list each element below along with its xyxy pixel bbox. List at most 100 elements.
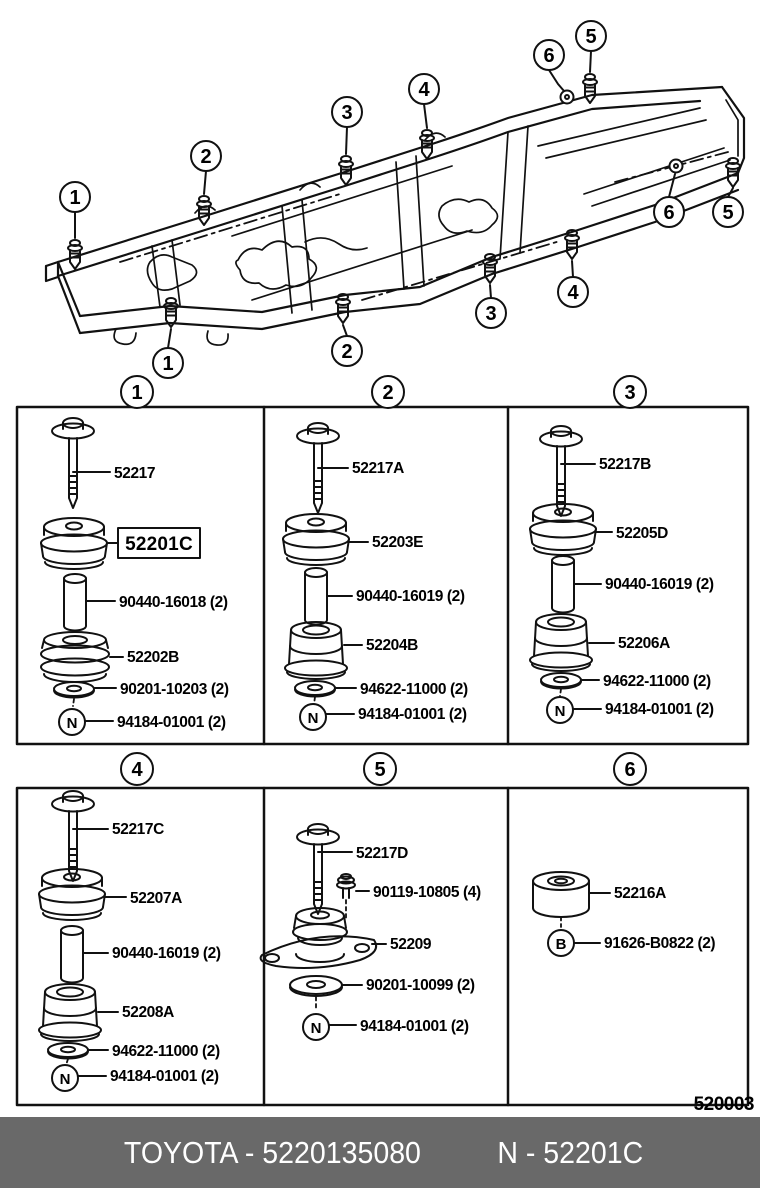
- part-number[interactable]: 90440-16018 (2): [119, 594, 228, 611]
- callout-1-top[interactable]: 1: [59, 181, 91, 239]
- part-number[interactable]: 94622-11000 (2): [603, 673, 711, 690]
- svg-text:4: 4: [567, 282, 579, 304]
- nut-badge: N: [299, 703, 327, 731]
- part-number[interactable]: 52207A: [130, 890, 183, 907]
- part-number[interactable]: 94184-01001 (2): [117, 714, 226, 731]
- spacer-drawing: [63, 573, 87, 632]
- panel-3-header[interactable]: 3: [613, 375, 647, 409]
- panel-5-header[interactable]: 5: [363, 752, 397, 786]
- washer-drawing: [53, 681, 95, 699]
- panel-2-header[interactable]: 2: [371, 375, 405, 409]
- svg-text:2: 2: [200, 146, 211, 168]
- svg-text:B: B: [556, 936, 567, 953]
- chassis-drawing: [44, 73, 746, 346]
- panel-2: 52217A 52203E 90440-16019 (2) 52204B 946…: [282, 422, 468, 731]
- mount-drawing: [259, 907, 378, 969]
- nut-badge: N: [302, 1013, 330, 1041]
- svg-text:N: N: [555, 703, 566, 720]
- washer-drawing: [294, 680, 336, 698]
- part-number[interactable]: 90201-10099 (2): [366, 977, 475, 994]
- footer-part-code: N - 52201C: [496, 1134, 643, 1170]
- part-number[interactable]: 94622-11000 (2): [112, 1043, 220, 1060]
- callout-2-top[interactable]: 2: [190, 140, 222, 195]
- part-number[interactable]: 91626-B0822 (2): [604, 935, 716, 952]
- washer-drawing: [289, 975, 343, 997]
- part-number[interactable]: 94184-01001 (2): [360, 1018, 469, 1035]
- cushion-drawing: [40, 517, 108, 570]
- spacer-drawing: [60, 925, 84, 984]
- part-number[interactable]: 52202B: [127, 649, 180, 666]
- bolt-drawing: [539, 425, 583, 517]
- callout-6-top[interactable]: 6: [533, 39, 565, 92]
- chassis-callouts: 1 2 3 4 5 6 1 2 3 4 6 5: [59, 20, 744, 379]
- stud-icon: [335, 293, 351, 324]
- cushion-drawing: [532, 871, 590, 918]
- part-number[interactable]: 90440-16019 (2): [112, 945, 221, 962]
- svg-text:5: 5: [722, 202, 733, 224]
- part-number[interactable]: 52209: [390, 936, 432, 953]
- part-number[interactable]: 94184-01001 (2): [110, 1068, 219, 1085]
- footer-brand-part-number: TOYOTA - 5220135080: [123, 1134, 421, 1170]
- part-number[interactable]: 52205D: [616, 525, 669, 542]
- part-number[interactable]: 52217: [114, 465, 156, 482]
- footer-bar: TOYOTA - 5220135080 N - 52201C: [0, 1117, 760, 1188]
- washer-drawing: [47, 1042, 89, 1060]
- part-number[interactable]: 94184-01001 (2): [358, 706, 467, 723]
- svg-text:4: 4: [418, 79, 430, 101]
- part-number[interactable]: 52206A: [618, 635, 671, 652]
- part-number[interactable]: 90440-16019 (2): [356, 588, 465, 605]
- svg-text:1: 1: [162, 353, 173, 375]
- callout-3-top[interactable]: 3: [331, 96, 363, 155]
- panel-1-header[interactable]: 1: [120, 375, 154, 409]
- callout-4-bottom[interactable]: 4: [557, 260, 589, 308]
- part-number[interactable]: 94184-01001 (2): [605, 701, 714, 718]
- part-number[interactable]: 90201-10203 (2): [120, 681, 229, 698]
- bolt-drawing: [296, 823, 340, 915]
- svg-text:1: 1: [69, 187, 80, 209]
- bolt-drawing: [51, 417, 95, 509]
- panel-6-header[interactable]: 6: [613, 752, 647, 786]
- stud-icon: [196, 195, 212, 226]
- callout-5-top[interactable]: 5: [575, 20, 607, 73]
- bushing-drawing: [529, 613, 593, 672]
- svg-text:1: 1: [131, 382, 142, 404]
- part-number-highlighted[interactable]: 52201C: [125, 534, 193, 555]
- cushion-drawing: [282, 513, 350, 566]
- cushion-drawing: [40, 631, 110, 683]
- part-number[interactable]: 94622-11000 (2): [360, 681, 468, 698]
- part-number[interactable]: 52204B: [366, 637, 419, 654]
- callout-2-bottom[interactable]: 2: [331, 324, 363, 367]
- callout-1-bottom[interactable]: 1: [152, 328, 184, 379]
- part-number[interactable]: 52217A: [352, 460, 405, 477]
- part-number[interactable]: 52217D: [356, 845, 409, 862]
- part-number[interactable]: 90119-10805 (4): [373, 884, 481, 901]
- callout-6-bottom[interactable]: 6: [653, 173, 685, 228]
- svg-text:6: 6: [624, 759, 635, 781]
- bolt-drawing: [51, 790, 95, 882]
- svg-text:5: 5: [374, 759, 385, 781]
- svg-text:5: 5: [585, 26, 596, 48]
- part-number[interactable]: 52217B: [599, 456, 652, 473]
- part-number[interactable]: 90440-16019 (2): [605, 576, 714, 593]
- nut-badge: N: [546, 696, 574, 724]
- callout-3-bottom[interactable]: 3: [475, 284, 507, 329]
- stud-icon: [338, 155, 354, 186]
- callout-4-top[interactable]: 4: [408, 73, 440, 129]
- svg-text:3: 3: [624, 382, 635, 404]
- highlight-box[interactable]: [117, 527, 201, 559]
- part-number[interactable]: 52216A: [614, 885, 667, 902]
- bushing-drawing: [284, 621, 348, 680]
- nut-badge: N: [58, 708, 86, 736]
- callout-5-bottom[interactable]: 5: [712, 187, 744, 228]
- bushing-drawing: [38, 983, 102, 1042]
- stud-icon: [564, 229, 580, 260]
- panel-6: 52216A B 91626-B0822 (2): [532, 871, 716, 957]
- part-number[interactable]: 52203E: [372, 534, 424, 551]
- panel-4: 52217C 52207A 90440-16019 (2) 52208A 946…: [38, 790, 221, 1092]
- part-number[interactable]: 52217C: [112, 821, 165, 838]
- spacer-drawing: [551, 555, 575, 614]
- panel-4-header[interactable]: 4: [120, 752, 154, 786]
- part-number[interactable]: 52208A: [122, 1004, 175, 1021]
- stud-icon: [482, 253, 498, 284]
